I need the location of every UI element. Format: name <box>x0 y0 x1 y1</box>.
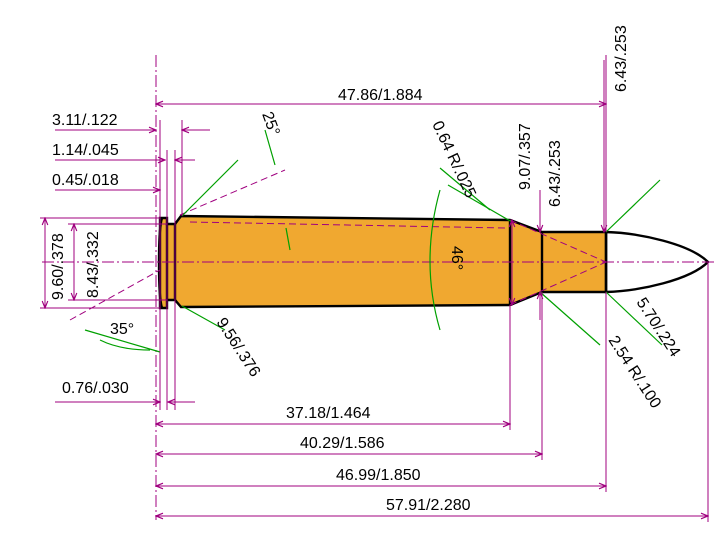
angle-leaders <box>84 129 663 353</box>
rim-angle-leader <box>84 329 161 353</box>
label-neck-diameter-top: 6.43/.253 <box>613 25 630 92</box>
label-groove-offset: 0.45/.018 <box>52 172 119 189</box>
rim-outline <box>157 217 164 309</box>
construction-lines <box>42 55 715 520</box>
shoulder-projection-line-lower <box>509 261 607 306</box>
shoulder-radius-leader-2 <box>439 167 491 211</box>
shoulder-projection-line <box>509 219 607 263</box>
horizontal-dimensions <box>55 55 708 522</box>
shoulder-angle-arc <box>429 189 441 331</box>
rim-angle-line <box>69 269 161 321</box>
label-head-to-neck-end: 47.86/1.884 <box>338 87 423 104</box>
label-shoulder-start: 37.18/1.464 <box>286 405 371 422</box>
rim-angle-arc <box>99 339 151 351</box>
shoulder-radius-leader <box>447 184 513 223</box>
mouth-leader-lower <box>605 291 663 346</box>
label-bullet-diameter: 5.70/.224 <box>633 295 684 360</box>
label-shoulder-diameter: 9.07/.357 <box>517 123 534 190</box>
label-groove-angle: 25° <box>258 110 282 139</box>
label-overall-length: 57.91/2.280 <box>386 497 471 514</box>
groove-angle-arrow <box>285 227 291 251</box>
label-rim-to-groove: 3.11/.122 <box>52 112 118 129</box>
label-rim-chamfer-angle: 35° <box>110 321 134 338</box>
label-shoulder-angle: 46° <box>448 246 465 270</box>
neck-leader-lower <box>539 291 601 346</box>
label-neck-radius: 2.54 R/.100 <box>605 333 664 412</box>
groove-angle-line <box>179 169 286 216</box>
base-leader <box>181 305 226 331</box>
label-rim-diameter: 9.60/.378 <box>50 233 67 300</box>
label-base-diameter: 9.56/.376 <box>213 315 264 380</box>
body-taper-line <box>189 221 506 229</box>
groove-angle-arc-leader <box>264 129 276 166</box>
label-groove-diameter: 8.43/.332 <box>85 231 102 298</box>
label-rim-thickness: 0.76/.030 <box>62 380 129 397</box>
groove-angle-leader <box>181 159 239 217</box>
vertical-dimensions <box>40 60 604 320</box>
mouth-leader-upper <box>605 179 661 233</box>
label-neck-start: 40.29/1.586 <box>300 435 385 452</box>
label-groove-width: 1.14/.045 <box>52 142 119 159</box>
label-neck-diameter-mid: 6.43/.253 <box>547 140 564 207</box>
label-case-length: 46.99/1.850 <box>336 467 421 484</box>
